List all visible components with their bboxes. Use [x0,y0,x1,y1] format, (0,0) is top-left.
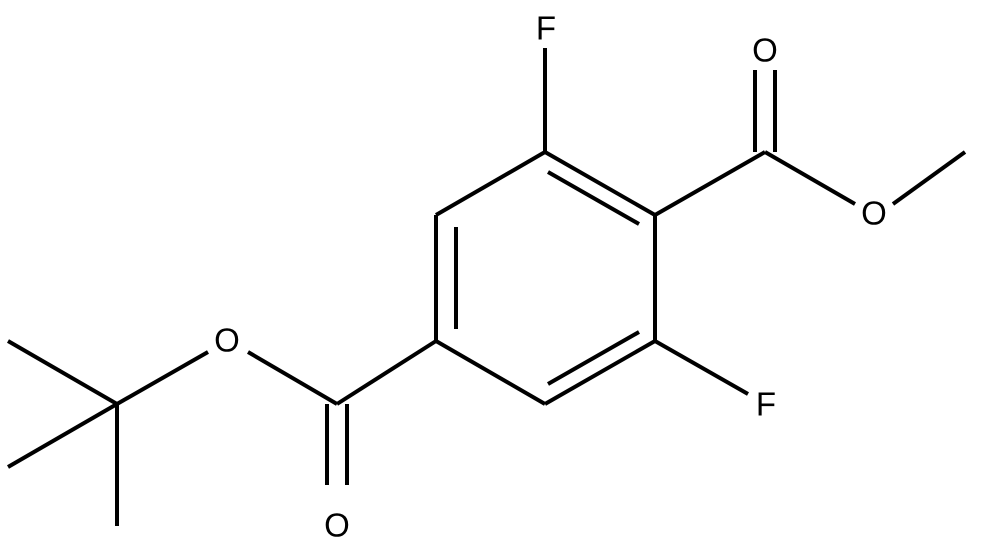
ring-bond-c1-c2-inner [547,170,640,226]
bond-tbutyl-carbonyl-to-ether-oxygen [246,350,339,406]
bond-carbonyl-to-ether-oxygen [763,150,857,206]
bond-quaternary-to-methyl-lower [6,402,119,469]
methyl-ester-carbonyl-oxygen-label: O [752,32,778,69]
methyl-ester-ether-oxygen-label: O [861,195,887,232]
ring-bond-c4-c5 [434,339,547,406]
bond-ether-oxygen-to-quaternary-carbon [116,350,209,406]
bond-ring-to-tbutyl-ester-carbonyl [335,339,438,406]
benzene-ring [434,150,657,406]
fluorine-bottom-label: F [756,386,776,423]
methyl-ester-group [654,70,967,217]
ring-bond-c1-c2 [544,150,656,217]
tbutyl-ester-group [6,339,438,526]
atom-labels: F F O O O O [214,10,887,544]
bond-c3-f-bottom [654,339,749,396]
fluorine-substituents [543,48,749,396]
bond-quaternary-to-methyl-upper [6,339,119,406]
ring-bond-c3-c4-inner [547,330,640,386]
tbutyl-ester-carbonyl-oxygen-label: O [324,507,350,544]
ring-bond-c6-c1 [434,150,547,217]
fluorine-top-label: F [536,10,556,47]
ring-bond-c3-c4 [544,339,656,406]
tbutyl-ester-ether-oxygen-label: O [214,322,240,359]
bond-ether-oxygen-to-methyl [891,150,967,206]
bond-ring-to-methyl-ester-carbonyl [654,150,766,217]
